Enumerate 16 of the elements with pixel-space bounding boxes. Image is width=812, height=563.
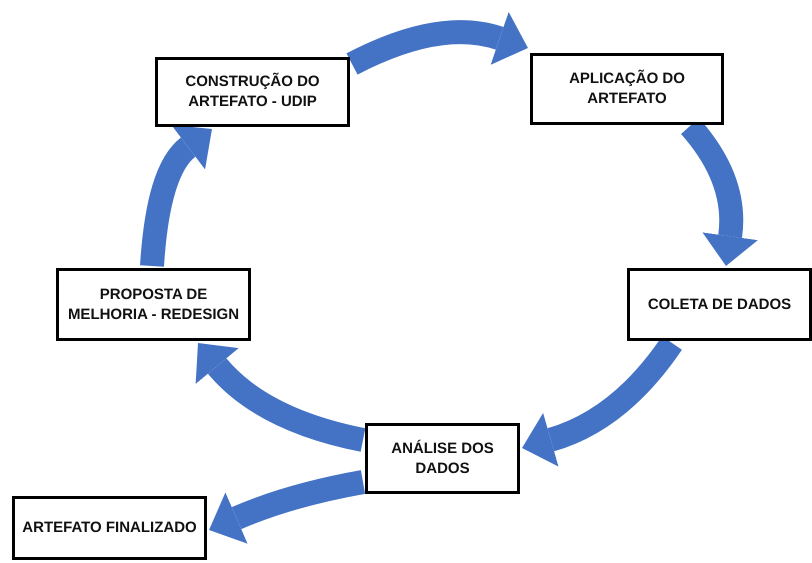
box-label: ARTEFATO FINALIZADO: [21, 518, 198, 538]
process-box: [627, 268, 812, 341]
box-label: CONSTRUÇÃO DO ARTEFATO - UDIP: [184, 72, 321, 112]
process-box: [365, 423, 520, 494]
process-box: [56, 268, 251, 341]
box-label: APLICAÇÃO DO ARTEFATO: [568, 69, 686, 109]
box-label: PROPOSTA DE MELHORIA - REDESIGN: [66, 284, 240, 324]
box-label: ANÁLISE DOS DADOS: [390, 438, 495, 478]
process-box: [530, 53, 724, 125]
box-label: COLETA DE DADOS: [646, 294, 792, 314]
curved-arrow: [208, 470, 366, 544]
curved-arrow: [140, 126, 211, 267]
curved-arrow: [346, 11, 528, 75]
curved-arrow: [196, 344, 366, 452]
process-box: [155, 57, 350, 127]
process-box: [12, 496, 207, 560]
